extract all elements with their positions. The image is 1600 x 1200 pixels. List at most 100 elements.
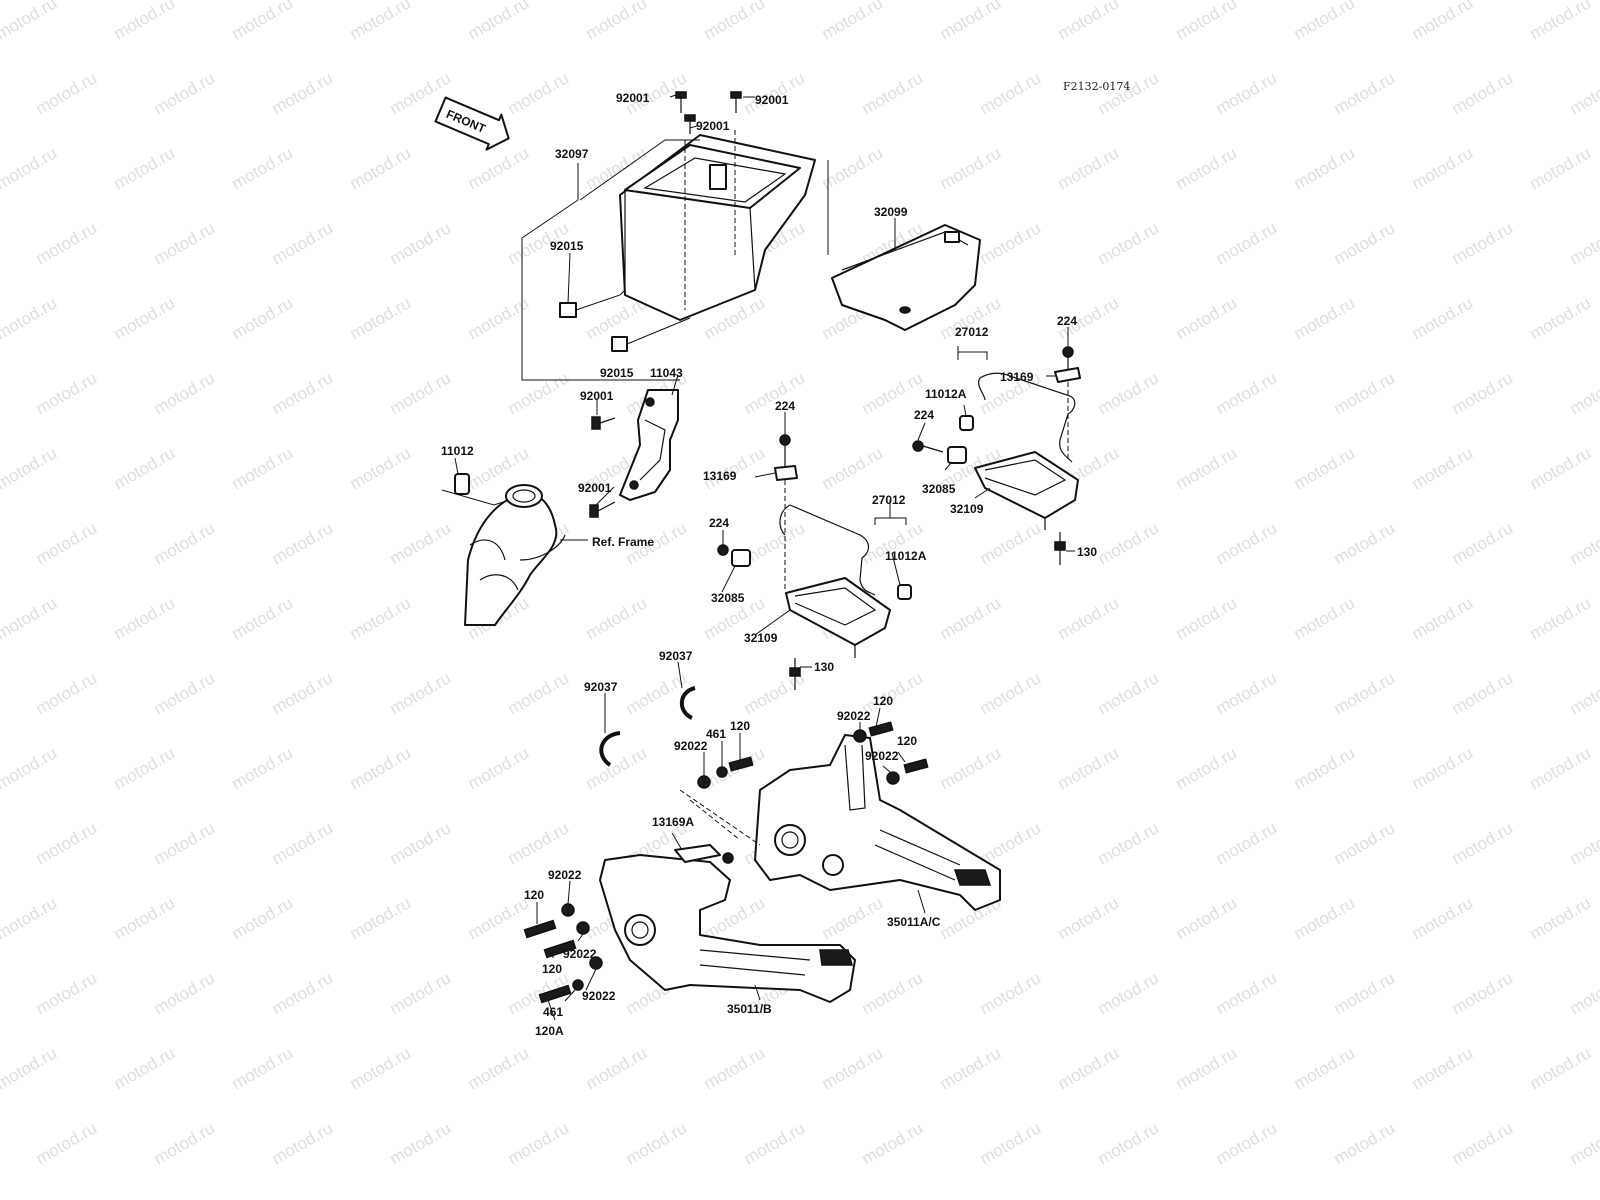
hold-down-wire-27012-left: [789, 504, 876, 596]
part-labels: 92001 92001 92001 32097 32099 92015 9201…: [441, 91, 1097, 1038]
front-arrow-icon: FRONT: [434, 96, 510, 151]
clip-nut-92015-a: [559, 302, 577, 318]
watermark-text: motod.ru: [819, 443, 887, 493]
watermark-text: motod.ru: [1095, 968, 1163, 1018]
part-label: 13169: [703, 469, 737, 483]
part-label: 92001: [696, 119, 730, 133]
battery-cover-32099: [831, 220, 981, 331]
watermark-text: motod.ru: [1409, 893, 1477, 943]
watermark-text: motod.ru: [1291, 443, 1359, 493]
watermark-text: motod.ru: [1449, 218, 1517, 268]
clamp-32085-right: [947, 446, 967, 464]
watermark-text: motod.ru: [1095, 368, 1163, 418]
watermark-text: motod.ru: [819, 0, 887, 43]
part-label: 32085: [922, 482, 956, 496]
part-label: 92015: [550, 239, 584, 253]
watermark-text: motod.ru: [1527, 743, 1595, 793]
part-label: 92022: [582, 989, 616, 1003]
watermark-text: motod.ru: [1055, 593, 1123, 643]
ref-frame-label: Ref. Frame: [592, 535, 654, 549]
watermark-text: motod.ru: [1173, 0, 1241, 43]
watermark-text: motod.ru: [1527, 0, 1595, 43]
watermark-text: motod.ru: [1095, 68, 1163, 118]
watermark-text: motod.ru: [1527, 143, 1595, 193]
watermark-text: motod.ru: [1567, 1118, 1600, 1168]
battery-case-32097: [619, 130, 816, 321]
watermark-text: motod.ru: [583, 0, 651, 43]
watermark-text: motod.ru: [741, 1118, 809, 1168]
watermark-text: motod.ru: [1055, 743, 1123, 793]
watermark-text: motod.ru: [819, 893, 887, 943]
watermark-text: motod.ru: [151, 968, 219, 1018]
watermark-text: motod.ru: [0, 0, 60, 43]
watermark-text: motod.ru: [583, 1043, 651, 1093]
part-label: 32109: [744, 631, 778, 645]
watermark-text: motod.ru: [977, 1118, 1045, 1168]
part-label: 120: [873, 694, 893, 708]
part-label: 27012: [872, 493, 906, 507]
watermark-text: motod.ru: [1449, 68, 1517, 118]
part-label: 92022: [865, 749, 899, 763]
watermark-text: motod.ru: [269, 68, 337, 118]
part-label: 35011A/C: [887, 915, 941, 929]
part-label: 224: [914, 408, 934, 422]
holder-32109-right: [974, 451, 1079, 530]
watermark-text: motod.ru: [111, 443, 179, 493]
part-label: 461: [543, 1005, 563, 1019]
watermark-text: motod.ru: [33, 968, 101, 1018]
watermark-text: motod.ru: [1409, 293, 1477, 343]
watermark-text: motod.ru: [1095, 218, 1163, 268]
watermark-text: motod.ru: [1527, 893, 1595, 943]
watermark-text: motod.ru: [1055, 893, 1123, 943]
watermark-text: motod.ru: [465, 743, 533, 793]
part-label: 32109: [950, 502, 984, 516]
watermark-text: motod.ru: [1095, 818, 1163, 868]
watermark-text: motod.ru: [505, 68, 573, 118]
watermark-text: motod.ru: [1173, 293, 1241, 343]
watermark-text: motod.ru: [387, 818, 455, 868]
part-label: 461: [706, 727, 726, 741]
watermark-text: motod.ru: [229, 143, 297, 193]
watermark-text: motod.ru: [229, 743, 297, 793]
watermark-text: motod.ru: [229, 893, 297, 943]
watermark-text: motod.ru: [269, 968, 337, 1018]
clip-nut-92015-b: [611, 336, 628, 352]
part-label: 27012: [955, 325, 989, 339]
watermark-text: motod.ru: [505, 368, 573, 418]
part-label: 32097: [555, 147, 589, 161]
part-label: 32085: [711, 591, 745, 605]
watermark-text: motod.ru: [387, 968, 455, 1018]
watermark-text: motod.ru: [33, 818, 101, 868]
watermark-text: motod.ru: [1567, 668, 1600, 718]
watermark-text: motod.ru: [347, 443, 415, 493]
part-label: 92001: [578, 481, 612, 495]
watermark-text: motod.ru: [859, 68, 927, 118]
watermark-text: motod.ru: [1095, 668, 1163, 718]
watermark-text: motod.ru: [505, 818, 573, 868]
bolt-130-right: [1054, 532, 1066, 565]
watermark-text: motod.ru: [977, 518, 1045, 568]
watermark-text: motod.ru: [977, 68, 1045, 118]
damper-11012A-right: [959, 415, 974, 431]
watermark-text: motod.ru: [111, 0, 179, 43]
part-label: 224: [709, 516, 729, 530]
watermark-text: motod.ru: [33, 218, 101, 268]
part-label: 224: [775, 399, 795, 413]
watermark-text: motod.ru: [0, 743, 60, 793]
part-label: 224: [1057, 314, 1077, 328]
watermark-text: motod.ru: [1291, 893, 1359, 943]
watermark-text: motod.ru: [1213, 668, 1281, 718]
damper-11012A-left: [897, 584, 912, 600]
watermark-text: motod.ru: [111, 143, 179, 193]
plate-13169-right: [1054, 367, 1081, 383]
watermark-text: motod.ru: [111, 1043, 179, 1093]
watermark-text: motod.ru: [505, 668, 573, 718]
watermark-text: motod.ru: [977, 218, 1045, 268]
circlip-92037-b: [679, 686, 696, 720]
watermark-text: motod.ru: [465, 1043, 533, 1093]
step-bracket-35011-B: [599, 844, 856, 1003]
watermark-text: motod.ru: [1173, 893, 1241, 943]
watermark-text: motod.ru: [1449, 818, 1517, 868]
bracket-11043: [619, 374, 679, 501]
watermark-text: motod.ru: [1291, 593, 1359, 643]
